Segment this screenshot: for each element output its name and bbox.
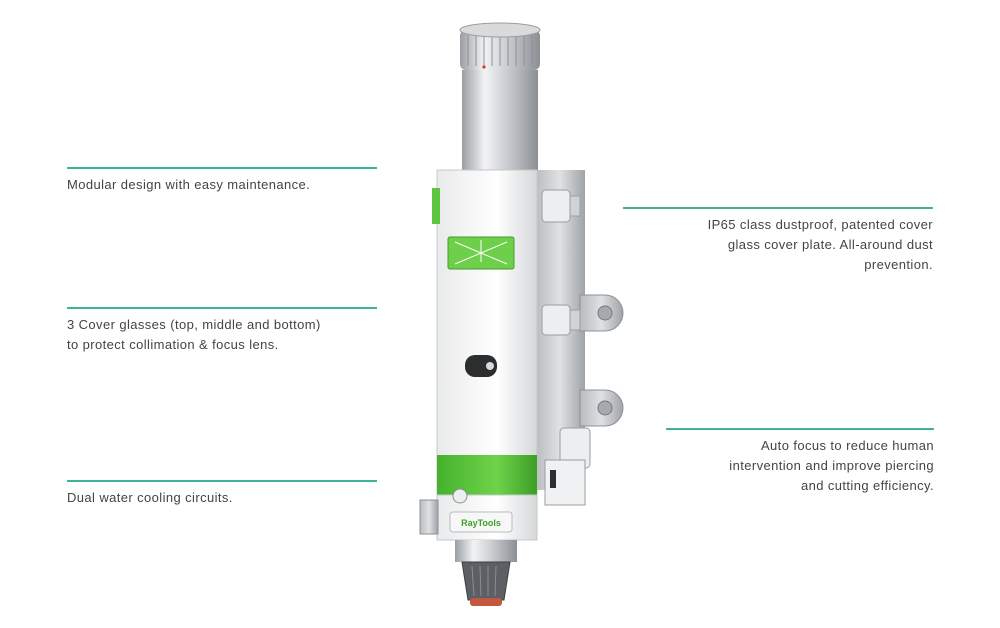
collimator-tube-shape — [462, 70, 538, 170]
green-band-shape — [437, 455, 537, 495]
callout-divider — [666, 428, 934, 430]
brand-logo-text: RayTools — [461, 518, 501, 528]
side-tab-shape — [432, 188, 440, 224]
left-sensor-shape — [419, 499, 439, 535]
top-collar-ridges — [467, 34, 533, 66]
callout-divider — [67, 307, 377, 309]
nozzle-shape — [461, 561, 511, 601]
nozzle-tip-shape — [470, 598, 502, 606]
callout-divider — [67, 480, 377, 482]
water-fittings — [541, 189, 591, 469]
logo-plate-shape — [449, 511, 513, 533]
callout-water-cooling: Dual water cooling circuits. — [67, 480, 377, 508]
callout-modular-design: Modular design with easy maintenance. — [67, 167, 377, 195]
callout-dustproof: IP65 class dustproof, patented cover gla… — [623, 207, 933, 275]
mounting-lugs — [579, 294, 624, 427]
callout-text: Auto focus to reduce human intervention … — [729, 438, 934, 493]
drawer-slot-shape — [465, 355, 497, 377]
adjust-knob-icon — [452, 488, 468, 504]
callout-divider — [623, 207, 933, 209]
callout-text: 3 Cover glasses (top, middle and bottom)… — [67, 317, 321, 352]
callout-autofocus: Auto focus to reduce human intervention … — [666, 428, 934, 496]
nozzle-ridges — [471, 565, 497, 597]
laser-beam-icon — [454, 240, 508, 265]
callout-text: Modular design with easy maintenance. — [67, 177, 311, 192]
callout-text: Dual water cooling circuits. — [67, 490, 233, 505]
laser-cutting-head-image: RayTools — [419, 22, 624, 606]
nozzle-collar-shape — [455, 540, 517, 562]
callout-divider — [67, 167, 377, 169]
connector-icon — [550, 470, 556, 488]
status-led-icon — [482, 65, 486, 69]
top-cap-shape — [459, 22, 541, 38]
drawer-knob-icon — [486, 362, 494, 370]
callout-cover-glasses: 3 Cover glasses (top, middle and bottom)… — [67, 307, 377, 355]
callout-text: IP65 class dustproof, patented cover gla… — [707, 217, 933, 272]
